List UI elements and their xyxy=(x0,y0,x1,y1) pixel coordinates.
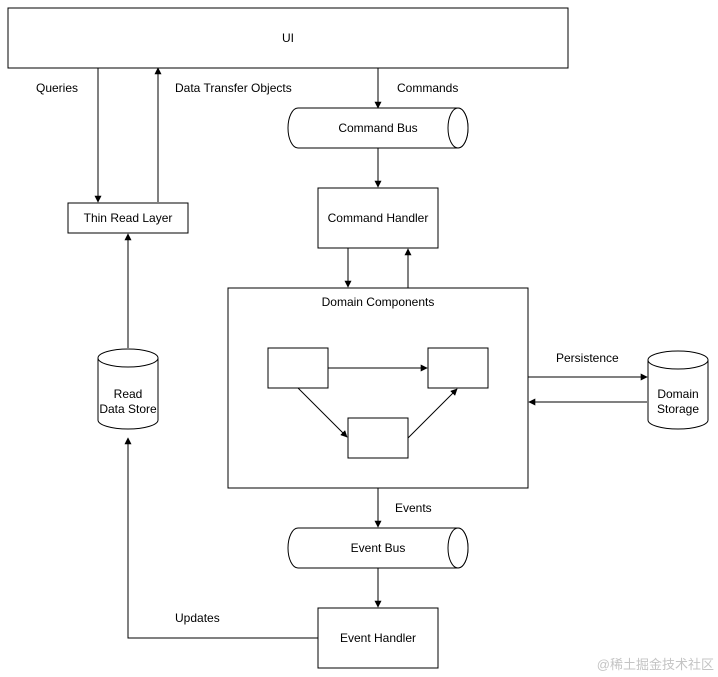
read-data-store-node: Read Data Store xyxy=(97,348,159,430)
command-bus-label: Command Bus xyxy=(338,121,417,135)
thin-read-layer-node: Thin Read Layer xyxy=(67,202,189,234)
watermark-text: @稀土掘金技术社区 xyxy=(597,657,714,672)
read-data-store-label-line2: Data Store xyxy=(99,402,157,416)
event-handler-label: Event Handler xyxy=(340,631,416,645)
domain-components-node: Domain Components xyxy=(227,287,529,489)
domain-storage-label-line2: Storage xyxy=(657,402,699,416)
updates-label: Updates xyxy=(175,611,220,625)
domain-components-label: Domain Components xyxy=(322,295,435,309)
ui-node: UI xyxy=(7,7,569,69)
component-c-to-b-arrow xyxy=(407,388,458,439)
component-a-to-c-arrow xyxy=(297,387,348,438)
event-bus-node: Event Bus xyxy=(287,527,469,569)
updates-arrow xyxy=(124,437,318,639)
domain-storage-node: Domain Storage xyxy=(647,350,709,430)
queries-label: Queries xyxy=(36,81,78,95)
thin-read-layer-label: Thin Read Layer xyxy=(84,211,173,225)
ui-label: UI xyxy=(282,31,294,45)
event-bus-label: Event Bus xyxy=(351,541,406,555)
commands-label: Commands xyxy=(397,81,458,95)
domain-component-a xyxy=(267,347,329,389)
persistence-label: Persistence xyxy=(556,351,619,365)
command-handler-node: Command Handler xyxy=(317,187,439,249)
dto-label: Data Transfer Objects xyxy=(175,81,292,95)
command-handler-label: Command Handler xyxy=(328,211,429,225)
domain-component-c xyxy=(347,417,409,459)
domain-storage-label-line1: Domain xyxy=(657,387,698,401)
events-label: Events xyxy=(395,501,432,515)
domain-component-b xyxy=(427,347,489,389)
command-bus-node: Command Bus xyxy=(287,107,469,149)
event-handler-node: Event Handler xyxy=(317,607,439,669)
read-data-store-label-line1: Read xyxy=(114,387,143,401)
